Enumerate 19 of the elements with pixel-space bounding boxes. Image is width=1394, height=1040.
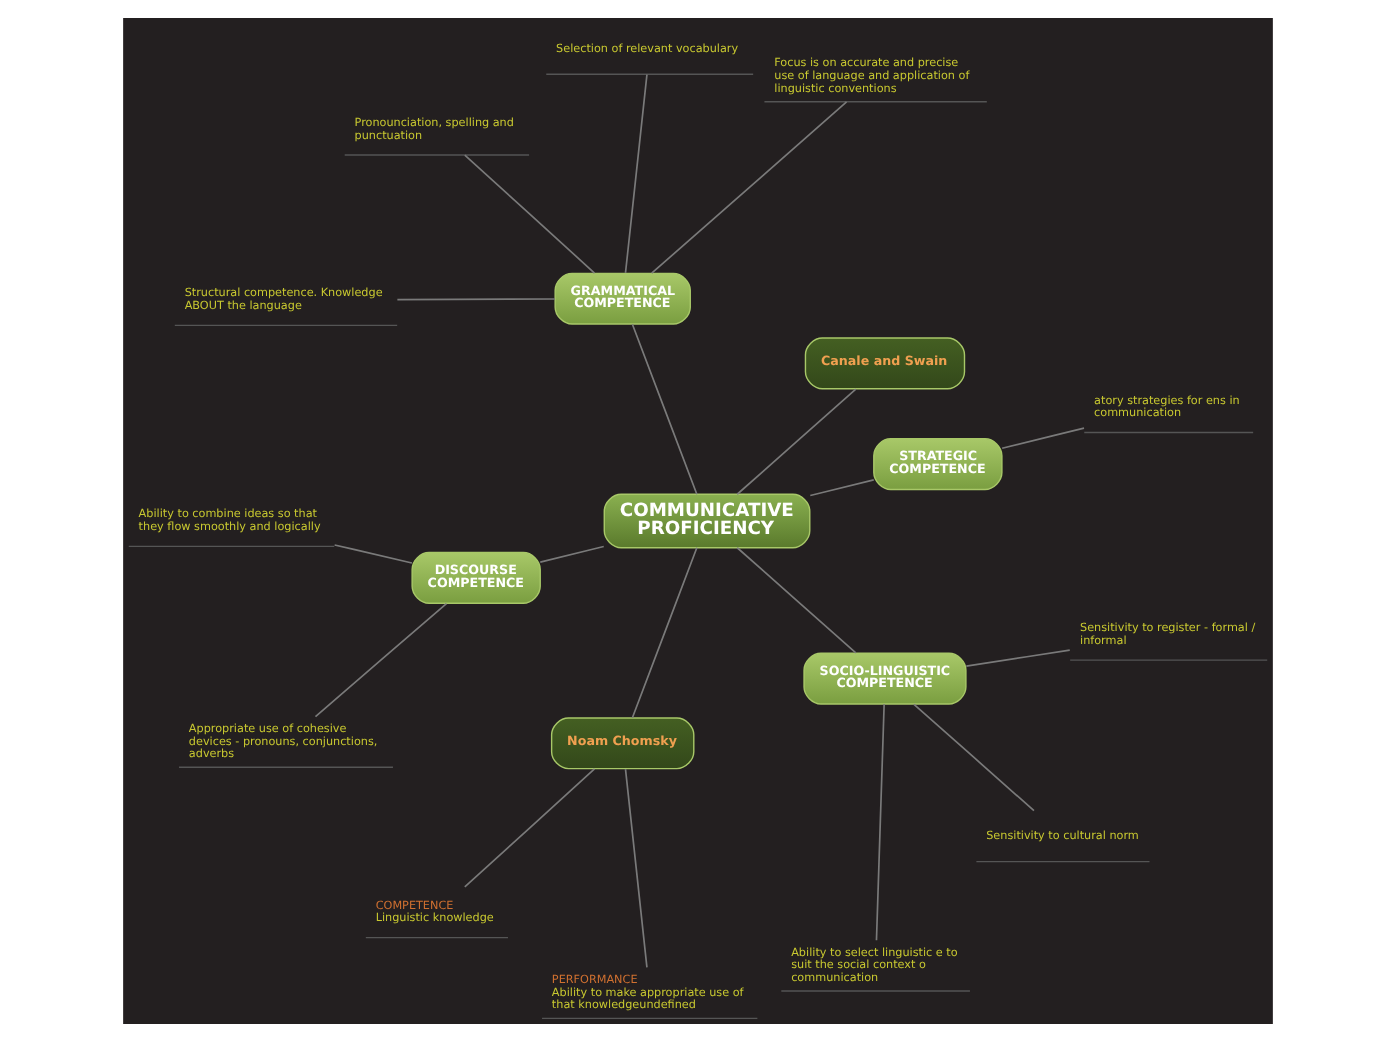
- connector: [332, 543, 412, 563]
- connector: [649, 100, 847, 274]
- connector: [1000, 426, 1084, 449]
- connector: [623, 767, 647, 968]
- connector: [623, 72, 647, 273]
- connector: [538, 544, 604, 562]
- connector: [395, 297, 555, 300]
- connector: [462, 767, 595, 887]
- connector: [313, 601, 447, 717]
- connector: [735, 545, 856, 653]
- connector: [462, 153, 595, 273]
- connector: [630, 545, 697, 718]
- connector: [735, 387, 856, 495]
- node-box: COMMUNICATIVE PROFICIENCY: [602, 492, 810, 548]
- connector: [912, 702, 1034, 811]
- connector: [808, 478, 874, 496]
- connector: [874, 702, 884, 941]
- connector: [964, 648, 1070, 666]
- connector: [630, 322, 697, 495]
